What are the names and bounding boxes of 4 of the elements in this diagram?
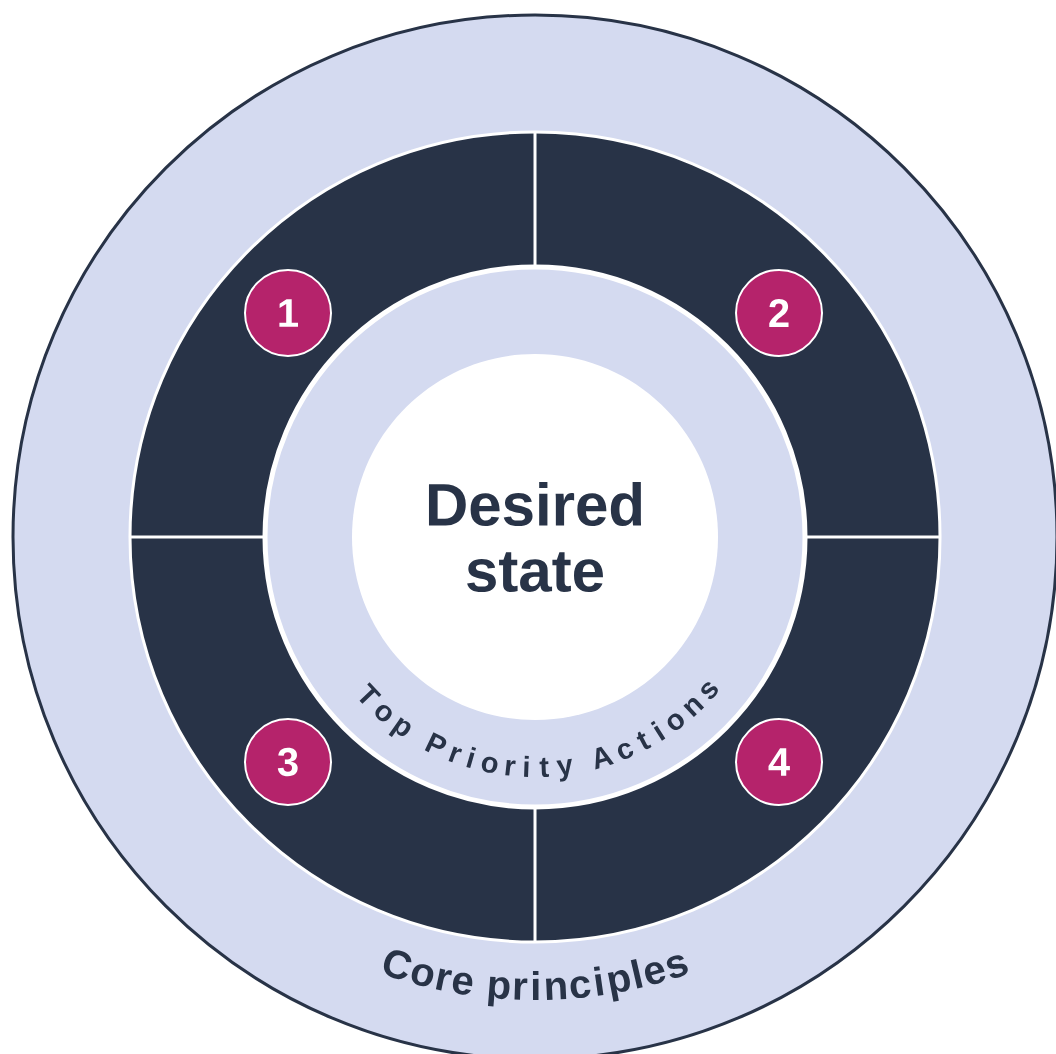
number-badge: 1 xyxy=(244,269,332,357)
number-badge: 4 xyxy=(735,718,823,806)
number-badge: 2 xyxy=(735,269,823,357)
number-badge: 3 xyxy=(244,718,332,806)
